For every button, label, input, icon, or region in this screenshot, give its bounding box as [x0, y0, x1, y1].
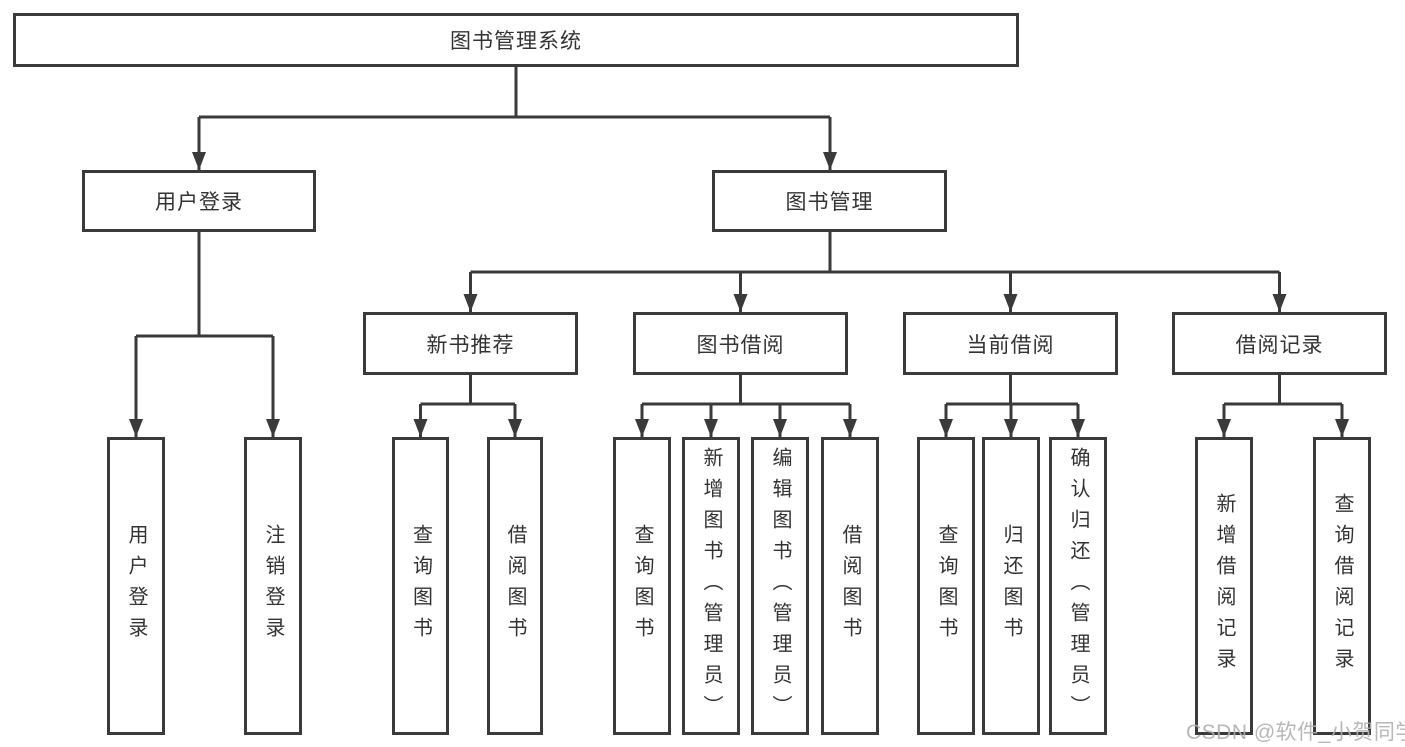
node-current-borrow: 当前借阅 — [903, 312, 1118, 375]
leaf-add-books-admin: 新增图书（管理员） — [682, 437, 740, 735]
leaf-query-books-borrow-label: 查询图书 — [631, 524, 653, 648]
node-user-login: 用户登录 — [82, 170, 316, 232]
leaf-query-books-current-label: 查询图书 — [935, 524, 957, 648]
leaf-query-books-recommend-label: 查询图书 — [409, 524, 432, 648]
node-root: 图书管理系统 — [13, 13, 1019, 67]
leaf-query-books-borrow: 查询图书 — [613, 437, 671, 735]
leaf-query-books-recommend: 查询图书 — [392, 437, 449, 735]
leaf-logout: 注销登录 — [244, 437, 302, 735]
leaf-add-borrow-record-label: 新增借阅记录 — [1213, 493, 1235, 679]
leaf-return-books-label: 归还图书 — [1000, 524, 1022, 648]
leaf-query-borrow-record: 查询借阅记录 — [1313, 437, 1371, 735]
leaf-confirm-return-admin: 确认归还（管理员） — [1049, 437, 1107, 735]
csdn-watermark: CSDN @软件_小贺同学 — [1186, 721, 1405, 744]
node-book-management: 图书管理 — [712, 170, 947, 232]
leaf-return-books: 归还图书 — [982, 437, 1040, 735]
node-current-borrow-label: 当前借阅 — [966, 333, 1055, 357]
node-new-book-recommend: 新书推荐 — [363, 312, 578, 375]
node-new-book-recommend-label: 新书推荐 — [426, 333, 515, 357]
leaf-confirm-return-admin-label: 确认归还（管理员） — [1067, 446, 1089, 726]
leaf-borrow-books-recommend-label: 借阅图书 — [504, 524, 526, 648]
leaf-edit-books-admin-label: 编辑图书（管理员） — [769, 446, 791, 726]
node-borrow-records-label: 借阅记录 — [1235, 333, 1324, 357]
leaf-add-borrow-record: 新增借阅记录 — [1195, 437, 1253, 735]
leaf-user-login: 用户登录 — [107, 437, 165, 735]
leaf-user-login-label: 用户登录 — [125, 524, 147, 648]
leaf-borrow-books-borrow: 借阅图书 — [821, 437, 879, 735]
leaf-logout-label: 注销登录 — [262, 524, 284, 648]
leaf-add-books-admin-label: 新增图书（管理员） — [700, 446, 722, 726]
leaf-borrow-books-recommend: 借阅图书 — [487, 437, 543, 735]
leaf-borrow-books-borrow-label: 借阅图书 — [839, 524, 861, 648]
node-root-label: 图书管理系统 — [450, 30, 582, 53]
node-book-borrow: 图书借阅 — [633, 312, 848, 375]
node-book-borrow-label: 图书借阅 — [696, 333, 785, 357]
leaf-query-books-current: 查询图书 — [917, 437, 975, 735]
node-book-management-label: 图书管理 — [785, 191, 874, 214]
node-user-login-label: 用户登录 — [155, 191, 243, 214]
leaf-edit-books-admin: 编辑图书（管理员） — [751, 437, 809, 735]
node-borrow-records: 借阅记录 — [1172, 312, 1387, 375]
leaf-query-borrow-record-label: 查询借阅记录 — [1331, 493, 1353, 679]
